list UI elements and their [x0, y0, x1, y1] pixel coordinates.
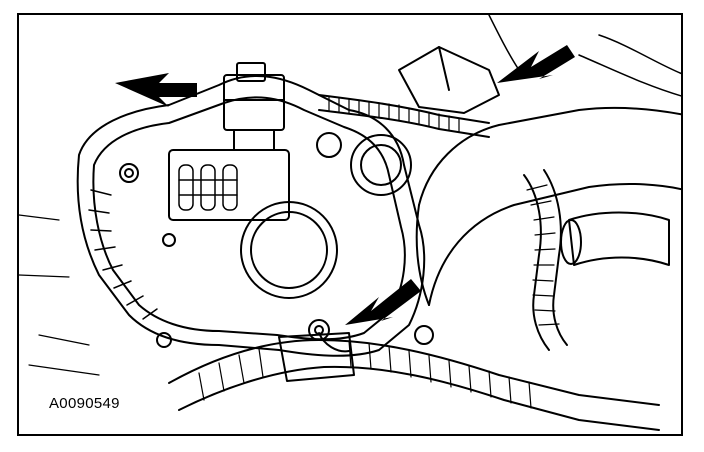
regulator-body [168, 149, 290, 221]
alternator-illustration [19, 15, 681, 431]
rear-boss [350, 134, 412, 196]
arrow-left-down-icon [115, 73, 197, 107]
arrow-left-down-icon [497, 45, 575, 83]
mounting-bolt [156, 332, 172, 348]
housing-flange [92, 96, 406, 341]
mounting-bolt [119, 163, 139, 183]
mounting-bolt [414, 325, 434, 345]
terminal-boot [398, 46, 500, 114]
battery-terminal-nut [308, 319, 330, 341]
battery-cable [318, 94, 490, 124]
pipe-right [568, 211, 670, 266]
cooling-fins [88, 189, 158, 320]
connector-plug [223, 74, 285, 131]
regulator-slots [178, 164, 238, 211]
wiring-harness-right [523, 174, 550, 351]
bearing-boss [240, 201, 338, 299]
illustration-frame: A0090549 [17, 13, 683, 436]
harness-clip [278, 332, 355, 382]
coolant-hose [418, 106, 681, 206]
cable-ribs [328, 96, 460, 133]
arrow-left-down-icon [345, 279, 421, 325]
wiring-harness-lower [168, 339, 660, 406]
connector-tab [236, 62, 266, 82]
figure-label: A0090549 [47, 395, 122, 412]
